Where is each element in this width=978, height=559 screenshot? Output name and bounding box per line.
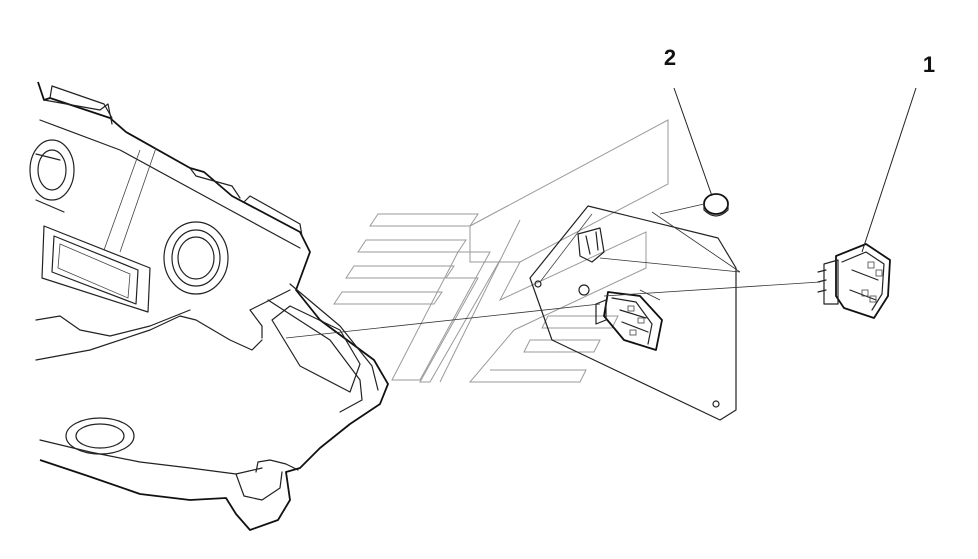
watermark-logo xyxy=(333,119,669,383)
leader-line-1 xyxy=(861,87,917,253)
dashboard-panel xyxy=(29,81,389,531)
assembly-lines xyxy=(285,203,821,339)
blanking-plug-part xyxy=(703,193,729,217)
switch-mounting-plate xyxy=(529,205,737,421)
callout-2: 2 xyxy=(664,45,676,70)
callout-1: 1 xyxy=(923,52,935,77)
leader-line-2 xyxy=(673,87,713,197)
rocker-switch-part xyxy=(817,243,891,319)
